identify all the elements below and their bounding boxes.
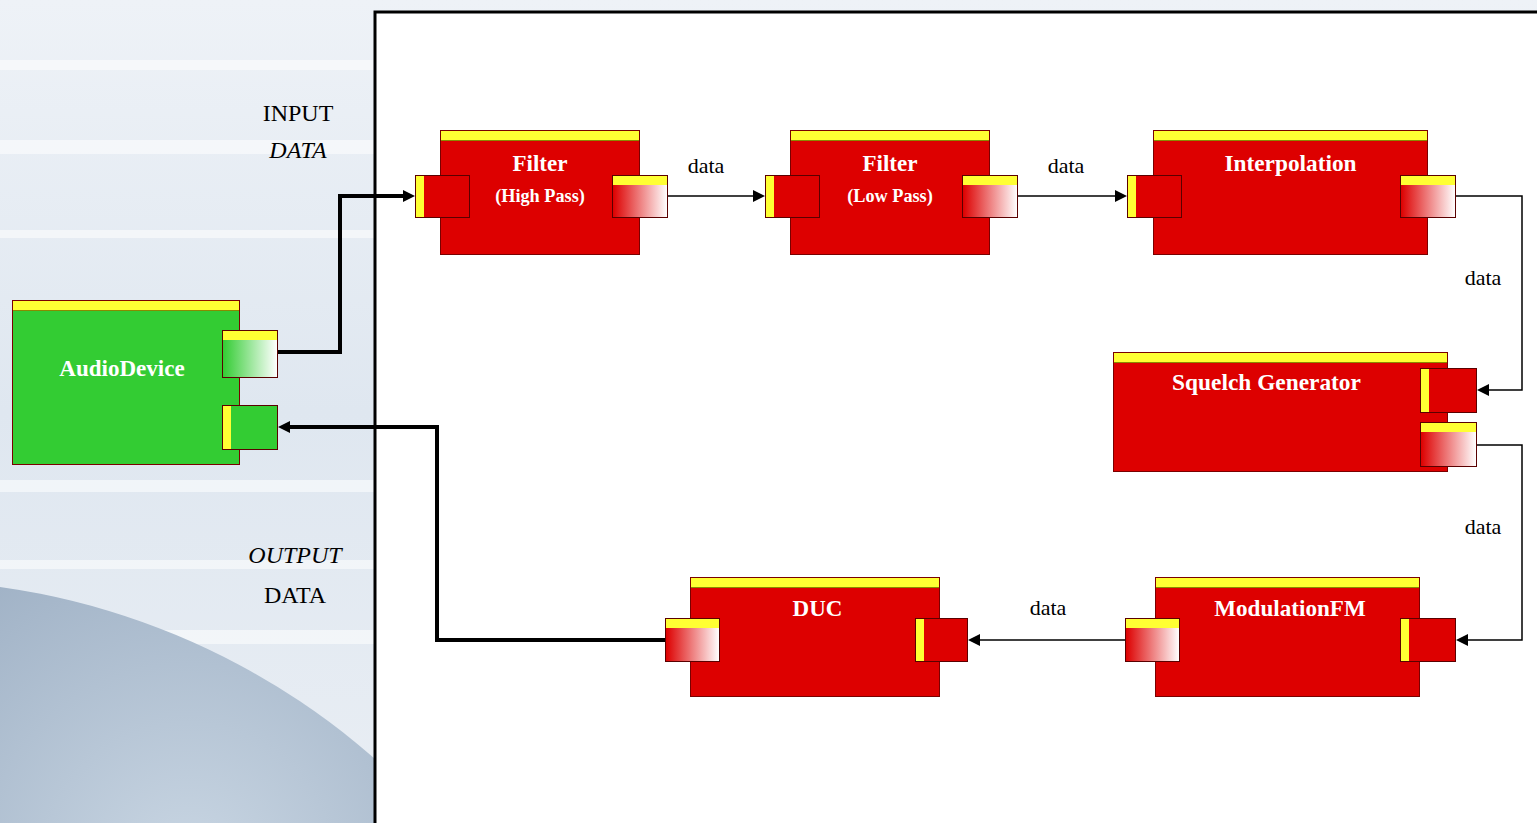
output-port [962,175,1018,218]
input-port [1420,368,1477,413]
component-name: Interpolation [1153,150,1428,178]
edge-label: data [1028,596,1069,620]
input-port [765,175,820,218]
component-name: AudioDevice [22,355,222,383]
text-holder: Filter (Low Pass) [790,150,990,208]
text-holder: AudioDevice [22,355,222,383]
component-box: Filter (High Pass) [415,130,668,255]
component-name: ModulationFM [1180,595,1400,623]
text-holder: ModulationFM [1180,595,1400,623]
flow-label: DATA [264,582,326,608]
title-bar [1114,353,1447,363]
title-bar [441,131,639,141]
title-bar [13,301,239,311]
edge-label: data [686,154,727,178]
title-bar [1154,131,1427,141]
flow-label: DATA [269,137,326,163]
data-connector [1468,445,1522,640]
title-bar [1156,578,1419,588]
component-body [12,300,240,465]
component-box: Filter (Low Pass) [765,130,1018,255]
output-port [665,618,720,662]
data-connector [668,195,753,197]
panel-frame [375,12,1537,823]
component-box: AudioDevice [12,300,278,465]
flow-label: OUTPUT [248,542,341,568]
edge-label: data [1463,266,1504,290]
data-connector [290,427,665,640]
text-holder: Filter (High Pass) [440,150,640,208]
edge-label: data [1463,515,1504,539]
component-box: ModulationFM [1125,577,1456,697]
component-name: Filter [440,150,640,178]
text-holder: Squelch Generator [1113,368,1420,396]
component-subtitle: (High Pass) [440,186,640,208]
input-port [415,175,470,218]
data-connector [1456,196,1522,390]
component-body [1153,130,1428,255]
output-port [1400,175,1456,218]
input-port [1127,175,1182,218]
data-connector [278,196,403,352]
panel [375,12,1537,823]
component-name: DUC [720,595,915,623]
data-connector [980,639,1125,641]
text-holder: Interpolation [1153,150,1428,178]
input-port [222,405,278,450]
input-port [1400,618,1456,662]
title-bar [791,131,989,141]
component-name: Filter [790,150,990,178]
flow-label: INPUT [263,100,334,126]
output-port [1420,422,1477,467]
output-port [612,175,668,218]
output-port [1125,618,1180,662]
output-port [222,330,278,378]
title-bar [691,578,939,588]
text-holder: DUC [720,595,915,623]
input-port [915,618,968,662]
component-name: Squelch Generator [1113,368,1420,396]
data-connector [1018,195,1115,197]
component-box: DUC [665,577,968,697]
edge-label: data [1046,154,1087,178]
component-subtitle: (Low Pass) [790,186,990,208]
component-box: Interpolation [1127,130,1456,255]
component-box: Squelch Generator [1113,352,1477,472]
